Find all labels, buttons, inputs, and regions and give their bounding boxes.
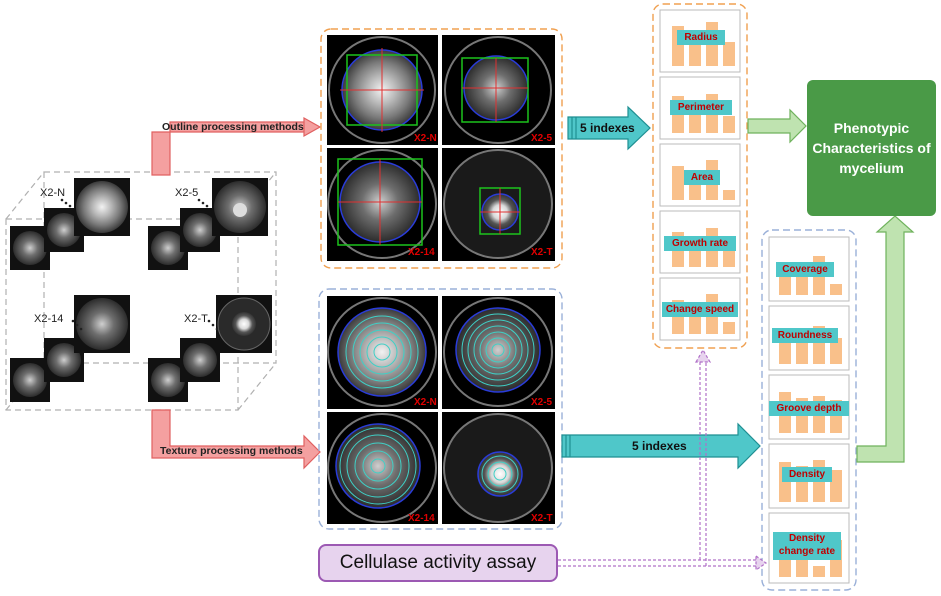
outline-index-area: Area [684,170,720,185]
outline-index-frame [652,3,748,349]
texture-index-density: Density [782,467,832,482]
outline-index-radius: Radius [677,30,725,45]
outline-tag-2: X2-5 [531,133,553,144]
sample-stack-5 [148,178,268,270]
outline-plate-2 [442,35,555,145]
top-index-arrow [567,105,651,151]
outline-tag-3: X2-14 [408,247,435,258]
outline-tag-1: X2-N [414,133,437,144]
outline-plate-4 [442,148,555,261]
sample-label-14: X2-14 [34,313,64,325]
outline-plate-1 [327,35,438,145]
outline-index-change-speed: Change speed [662,302,738,317]
outline-panel-frame [320,28,563,269]
texture-index-coverage: Coverage [776,262,834,277]
assay-connectors [558,348,768,572]
texture-tag-4: X2-T [531,513,553,524]
phenotype-box: Phenotypic Characteristics of mycelium [807,80,936,216]
outline-tag-4: X2-T [531,247,553,258]
texture-method-arrow [151,409,321,470]
green-arrow-up [856,215,915,463]
texture-index-groove-depth: Groove depth [769,401,849,416]
cellulase-assay-label: Cellulase activity assay [339,552,537,573]
sample-label-5: X2-5 [175,187,199,199]
sample-stack-t [148,295,272,402]
texture-panel-frame [318,288,563,530]
top-index-count: 5 indexes [580,121,635,135]
phenotype-title: Phenotypic Characteristics of mycelium [812,120,931,176]
texture-method-label: Texture processing methods [160,445,303,457]
texture-plate-3 [327,412,438,524]
texture-plate-4 [442,412,555,524]
sample-label-t: X2-T [184,313,208,325]
texture-index-density-change-rate: Density change rate [773,532,841,560]
texture-tag-1: X2-N [414,397,437,408]
green-arrow-right [747,108,807,144]
bottom-index-count: 5 indexes [632,439,687,453]
outline-method-label: Outline processing methods [162,121,304,133]
outline-plate-3 [327,148,438,261]
outline-index-growth-rate: Growth rate [664,236,736,251]
sample-stack-14 [10,295,130,402]
texture-tag-2: X2-5 [531,397,553,408]
outline-index-perimeter: Perimeter [670,100,732,115]
sample-dots [60,198,219,331]
sample-stack-n [10,178,130,270]
texture-plate-2 [442,296,555,409]
texture-index-frame [761,229,857,591]
texture-plate-1 [327,296,438,409]
outline-method-arrow [151,116,322,176]
cellulase-assay-box: Cellulase activity assay [318,544,558,582]
bottom-index-arrow [561,422,761,470]
texture-index-roundness: Roundness [772,328,838,343]
texture-tag-3: X2-14 [408,513,435,524]
sample-label-n: X2-N [40,187,66,199]
